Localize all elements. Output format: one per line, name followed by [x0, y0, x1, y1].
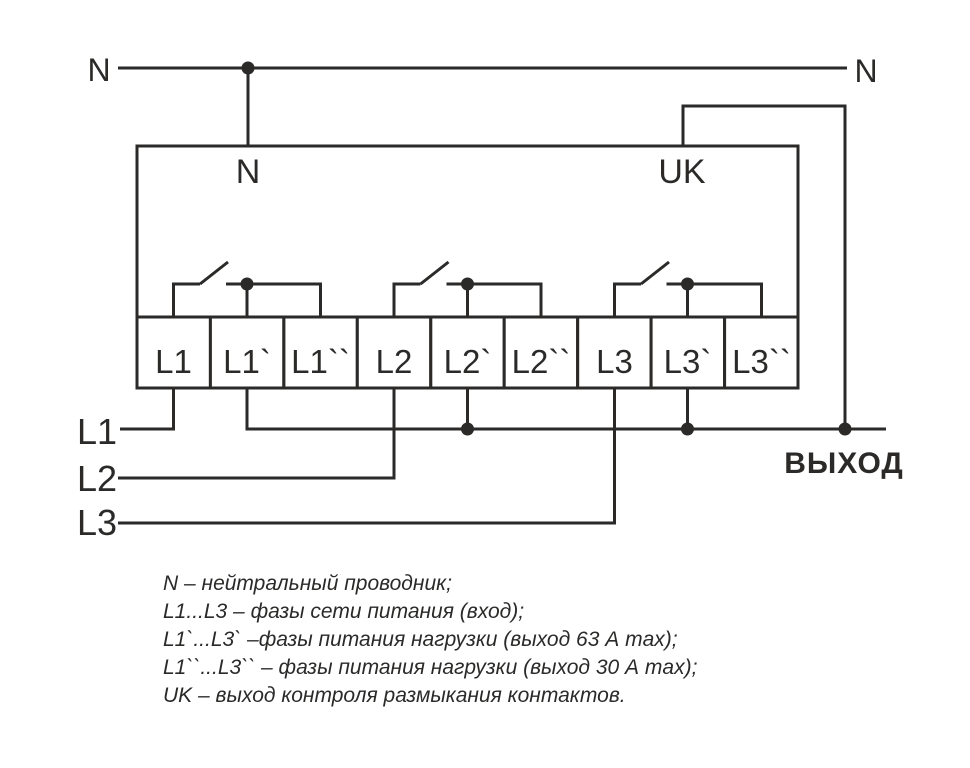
terminal-box-l3p: [649, 315, 726, 390]
terminal-box-l3pp: [723, 315, 800, 390]
legend-line-neutral: N – нейтральный проводник;: [163, 572, 452, 595]
legend-line-uk: UK – выход контроля размыкания контактов…: [163, 684, 626, 707]
terminal-row: L1 L1` L1`` L2 L2` L2`` L3 L3` L3``: [135, 315, 800, 390]
output-bus-wire: [245, 388, 886, 431]
switch1-input-stub: [172, 282, 200, 317]
legend-line-outputs-30a: L1``...L3`` – фазы питания нагрузки (вых…: [163, 656, 698, 679]
l2-input-wire: [118, 388, 396, 480]
switch-contact-l1: [172, 260, 322, 317]
neutral-label-left: N: [87, 52, 110, 88]
terminal-label-l1p: L1`: [223, 343, 271, 380]
switch3-input-stub: [613, 282, 641, 317]
l3-input-label: L3: [77, 502, 117, 543]
terminal-label-l1pp: L1``: [291, 343, 350, 380]
switch2-blade: [419, 260, 450, 286]
switch1-junction-dot: [240, 277, 254, 291]
switch3-output-wire: [666, 282, 763, 317]
terminal-box-l2: [355, 315, 433, 390]
switch1-output-wire: [226, 282, 322, 317]
switch2-input-stub: [392, 282, 421, 317]
switch-contact-l3: [613, 260, 763, 317]
output-label: ВЫХОД: [784, 447, 904, 480]
switch2-junction-dot: [461, 277, 474, 291]
uk-output-wire: [681, 104, 847, 429]
terminal-label-l3p: L3`: [664, 343, 712, 380]
switch3-blade: [640, 260, 670, 286]
switch3-junction-dot: [681, 277, 694, 291]
terminal-label-l2pp: L2``: [512, 343, 571, 380]
output-junction-dot-l2p: [461, 422, 474, 436]
l3-input-wire: [118, 388, 616, 525]
output-junction-dot-l3p: [681, 422, 694, 436]
switch2-output-wire: [446, 282, 543, 317]
l1-input-wire: [120, 388, 175, 431]
terminal-label-l2: L2: [376, 343, 413, 380]
l2-input-label: L2: [77, 458, 117, 499]
legend-line-outputs-63a: L1`...L3` –фазы питания нагрузки (выход …: [163, 628, 678, 651]
terminal-label-l3: L3: [596, 343, 633, 380]
terminal-box-l2pp: [502, 315, 580, 390]
switch-contact-l2: [392, 260, 543, 317]
l1-input-label: L1: [77, 411, 117, 452]
terminal-label-l3pp: L3``: [732, 343, 791, 380]
legend-line-inputs: L1...L3 – фазы сети питания (вход);: [163, 600, 525, 623]
terminal-label-l2p: L2`: [444, 343, 492, 380]
output-junction-dot-uk: [838, 422, 852, 436]
switch1-blade: [199, 260, 229, 286]
terminal-label-l1: L1: [155, 343, 192, 380]
legend: N – нейтральный проводник; L1...L3 – фаз…: [163, 570, 863, 710]
neutral-label-right: N: [854, 53, 877, 89]
device-neutral-terminal-label: N: [236, 153, 261, 191]
device-uk-terminal-label: UK: [658, 153, 706, 191]
